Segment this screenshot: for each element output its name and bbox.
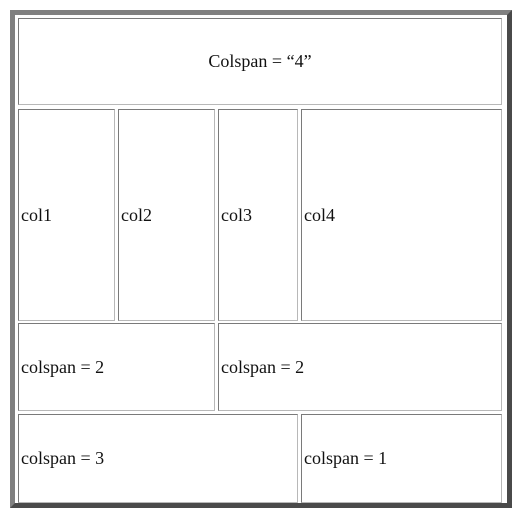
table-cell-col2: col2: [118, 109, 215, 321]
table-header-cell: Colspan = “4”: [18, 18, 502, 105]
cell-text: col2: [121, 204, 152, 225]
cell-text: col3: [221, 204, 252, 225]
table-cell-colspan1: colspan = 1: [301, 414, 502, 503]
table-cell-colspan2-left: colspan = 2: [18, 323, 215, 411]
table-cell-col1: col1: [18, 109, 115, 321]
cell-text: colspan = 1: [304, 448, 388, 468]
cell-text: colspan = 2: [221, 356, 305, 377]
table-cell-colspan3: colspan = 3: [18, 414, 298, 503]
cell-text: colspan = 3: [21, 448, 105, 468]
header-cell-text: Colspan = “4”: [208, 51, 312, 71]
table-cell-colspan2-right: colspan = 2: [218, 323, 502, 411]
table-cell-col4: col4: [301, 109, 502, 321]
cell-text: col1: [21, 204, 52, 225]
cell-text: colspan = 2: [21, 356, 105, 377]
cell-text: col4: [304, 204, 335, 225]
bordered-table: Colspan = “4” col1 col2 col3 col4 colspa…: [10, 10, 512, 508]
table-cell-col3: col3: [218, 109, 298, 321]
